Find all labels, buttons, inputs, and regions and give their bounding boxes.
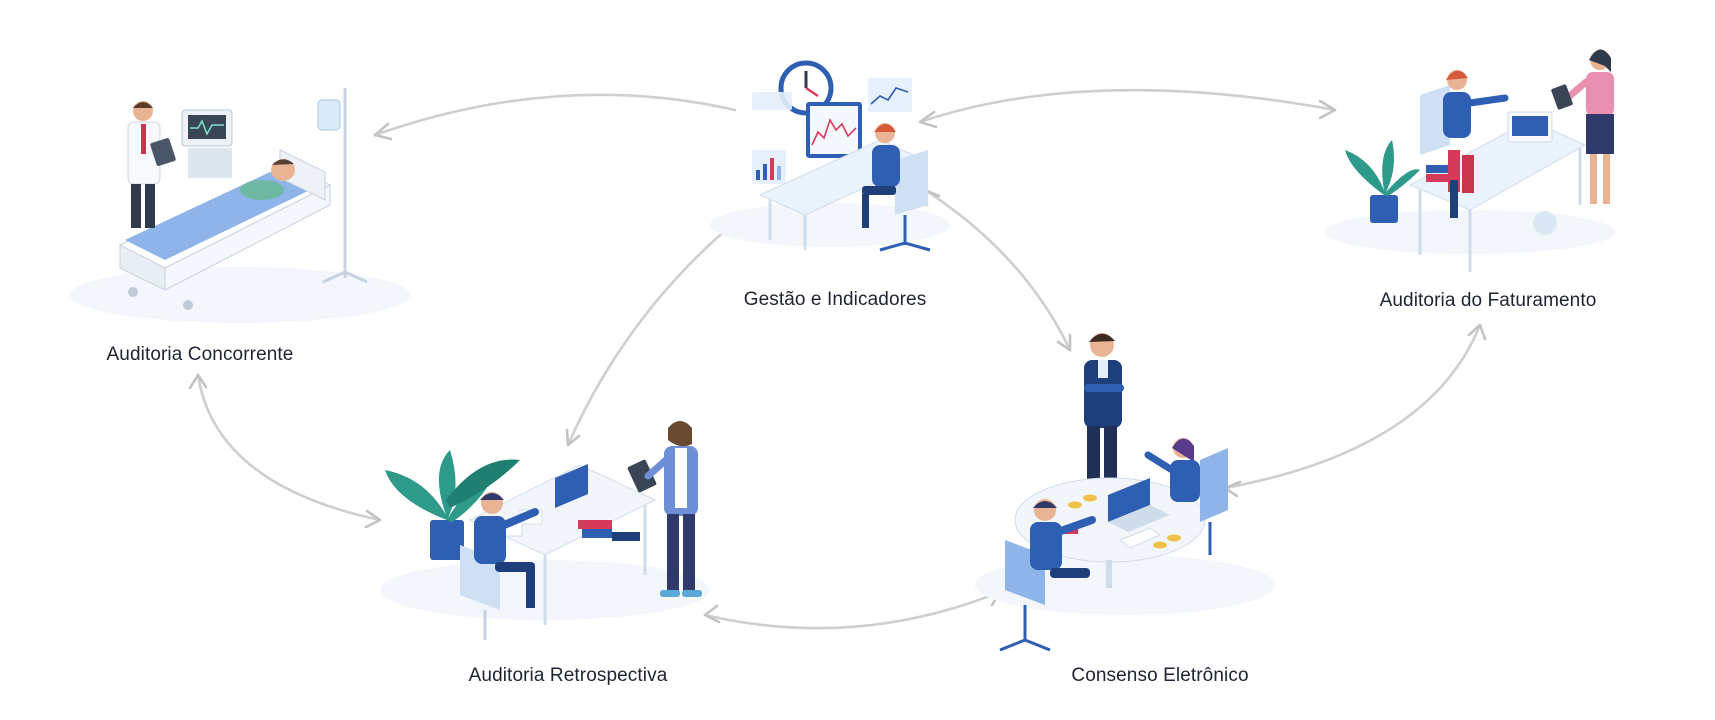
- billing-office-icon: [1325, 49, 1615, 272]
- review-desk-icon: [380, 421, 710, 640]
- label-gestao-indicadores: Gestão e Indicadores: [743, 289, 927, 310]
- label-auditoria-concorrente: Auditoria Concorrente: [106, 344, 294, 365]
- arrow-concorrente-retrospectiva: [188, 373, 382, 529]
- arrow-gestao-to-concorrente: [373, 93, 737, 141]
- label-auditoria-faturamento: Auditoria do Faturamento: [1379, 290, 1597, 311]
- meeting-table-icon: [975, 333, 1275, 652]
- arrow-gestao-faturamento: [918, 88, 1337, 129]
- hospital-bed-icon: [70, 88, 410, 323]
- label-consenso-eletronico: Consenso Eletrônico: [1071, 665, 1249, 686]
- label-auditoria-retrospectiva: Auditoria Retrospectiva: [468, 665, 668, 686]
- dashboard-analyst-icon: [710, 60, 950, 252]
